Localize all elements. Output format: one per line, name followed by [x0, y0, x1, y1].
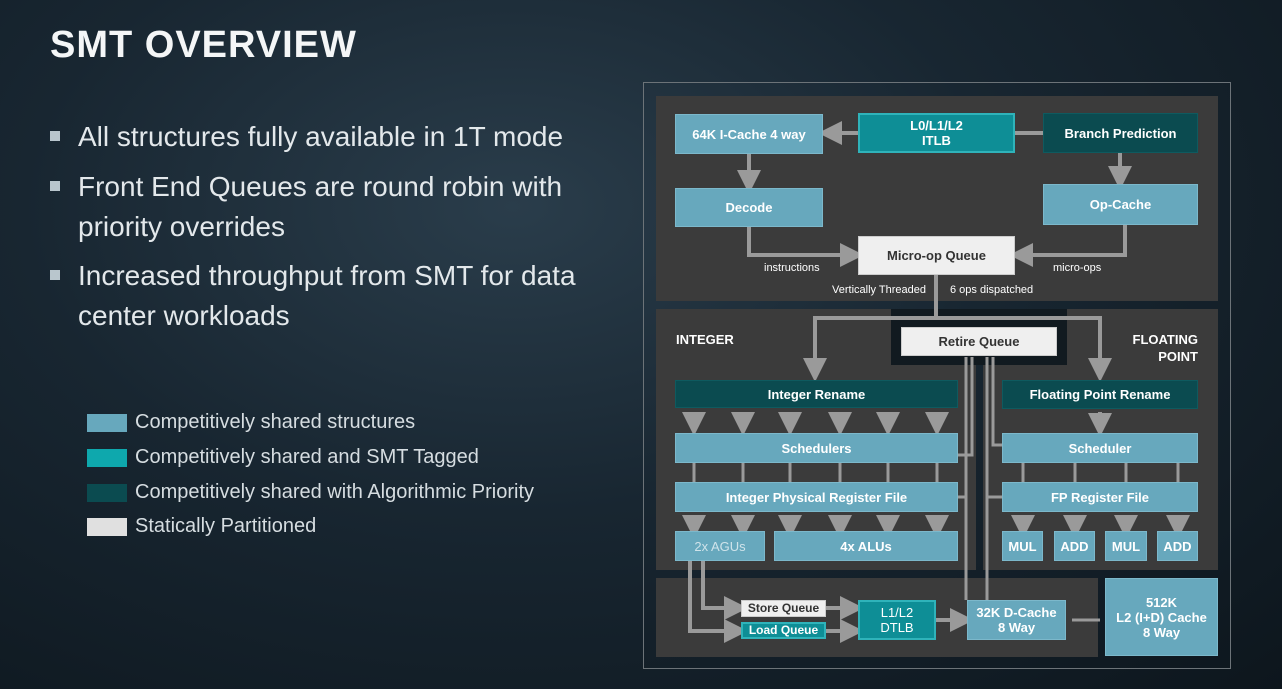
fp-mul-box: MUL — [1105, 531, 1147, 561]
integer-rename-box: Integer Rename — [675, 380, 958, 408]
fp-add-box: ADD — [1054, 531, 1095, 561]
fp-add-box: ADD — [1157, 531, 1198, 561]
bullet-1: All structures fully available in 1T mod… — [50, 117, 563, 157]
instructions-label: instructions — [764, 262, 820, 274]
legend-item: Statically Partitioned — [87, 515, 316, 538]
micro-op-queue-box: Micro-op Queue — [858, 236, 1015, 275]
legend-swatch — [87, 413, 127, 432]
l2-line: 8 Way — [1142, 624, 1181, 640]
legend-item: Competitively shared with Algorithmic Pr… — [87, 481, 534, 504]
decode-box: Decode — [675, 188, 823, 227]
bullet-3: Increased throughput from SMT for data c… — [50, 256, 630, 336]
fp-mul-box: MUL — [1002, 531, 1043, 561]
store-queue-box: Store Queue — [741, 600, 826, 617]
l2-line: 512K — [1145, 594, 1178, 610]
legend-swatch — [87, 448, 127, 467]
bullet-icon — [50, 270, 60, 280]
diagram-frame — [643, 82, 1231, 669]
slide-title: SMT OVERVIEW — [50, 24, 357, 66]
alus-box: 4x ALUs — [774, 531, 958, 561]
dtlb-line: DTLB — [880, 620, 914, 635]
vertically-threaded-label: Vertically Threaded — [832, 284, 926, 296]
legend-label: Competitively shared and SMT Tagged — [135, 446, 479, 468]
dcache-line: 32K D-Cache — [976, 605, 1057, 620]
micro-ops-label: micro-ops — [1053, 262, 1102, 274]
legend-swatch — [87, 517, 127, 536]
integer-label: INTEGER — [676, 332, 734, 347]
integer-register-file-box: Integer Physical Register File — [675, 482, 958, 512]
bullet-2: Front End Queues are round robin with pr… — [50, 167, 570, 247]
op-cache-box: Op-Cache — [1043, 184, 1198, 225]
itlb-line: L0/L1/L2 — [910, 118, 963, 133]
load-queue-box: Load Queue — [741, 622, 826, 639]
fp-register-file-box: FP Register File — [1002, 482, 1198, 512]
itlb-line: ITLB — [922, 133, 951, 148]
legend-label: Competitively shared structures — [135, 411, 416, 433]
legend-label: Statically Partitioned — [135, 515, 317, 537]
legend-label: Competitively shared with Algorithmic Pr… — [135, 481, 535, 503]
ops-dispatched-label: 6 ops dispatched — [950, 284, 1034, 296]
legend-item: Competitively shared and SMT Tagged — [87, 446, 479, 469]
fp-label-line: FLOATING — [1132, 332, 1198, 347]
retire-queue-box: Retire Queue — [901, 327, 1057, 356]
dtlb-line: L1/L2 — [880, 605, 914, 620]
fp-label-line: POINT — [1158, 349, 1198, 364]
l2-line: L2 (I+D) Cache — [1116, 609, 1207, 625]
floating-point-label: FLOATING POINT — [1110, 331, 1198, 365]
bullet-icon — [50, 181, 60, 191]
legend-swatch — [87, 483, 127, 502]
agus-box: 2x AGUs — [675, 531, 765, 561]
dcache-line: 8 Way — [997, 620, 1036, 635]
bullet-text: All structures fully available in 1T mod… — [78, 121, 564, 152]
bullet-text: Front End Queues are round robin with pr… — [78, 171, 563, 242]
fp-rename-box: Floating Point Rename — [1002, 380, 1198, 409]
branch-prediction-box: Branch Prediction — [1043, 113, 1198, 153]
schedulers-box: Schedulers — [675, 433, 958, 463]
bullet-text: Increased throughput from SMT for data c… — [78, 260, 576, 331]
legend-item: Competitively shared structures — [87, 411, 415, 434]
bullet-icon — [50, 131, 60, 141]
fp-scheduler-box: Scheduler — [1002, 433, 1198, 463]
icache-box: 64K I-Cache 4 way — [675, 114, 823, 154]
